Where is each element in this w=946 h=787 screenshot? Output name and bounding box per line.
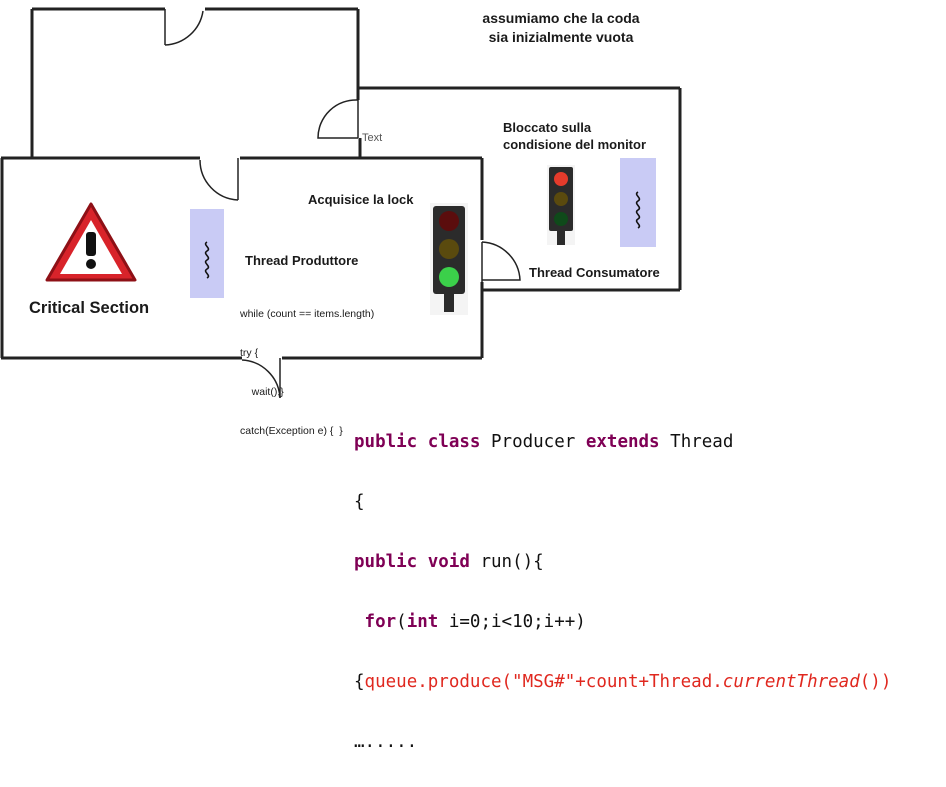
- consumer-thread-label: Thread Consumatore: [529, 265, 660, 280]
- code-line-1: public class Producer extends Thread: [354, 427, 891, 457]
- door-icon: [241, 358, 281, 399]
- door-icon: [481, 241, 521, 282]
- acquire-lock-label: Acquisice la lock: [308, 192, 414, 207]
- keyword: public: [354, 432, 418, 452]
- consumer-thread-icon: [620, 158, 656, 247]
- produce-call: queue.produce("MSG#"+count+Thread.: [364, 672, 723, 692]
- diagram-canvas: { "note": { "line1": "assumiamo che la c…: [0, 7, 892, 752]
- code-line-6: ….....: [354, 732, 418, 752]
- parent-class: Thread: [670, 432, 734, 452]
- traffic-light-red-icon: [547, 165, 575, 245]
- top-room: [30, 7, 360, 160]
- door-icon: [317, 99, 359, 139]
- producer-code-line: try {: [240, 347, 259, 359]
- producer-java-code: public class Producer extends Thread { p…: [354, 397, 891, 787]
- note-line-2: sia inizialmente vuota: [488, 29, 634, 45]
- door-icon: [199, 158, 239, 201]
- producer-thread-label: Thread Produttore: [245, 253, 359, 268]
- call-close: ()): [859, 672, 892, 692]
- code-line-4: for(int i=0;i<10;i++): [354, 607, 891, 637]
- note-line-1: assumiamo che la coda: [482, 10, 640, 26]
- code-line-3: public void run(){: [354, 547, 891, 577]
- producer-thread-icon: [190, 209, 224, 298]
- consumer-room: [358, 86, 682, 292]
- top-room-text: Text: [362, 132, 383, 144]
- door-icon: [164, 9, 204, 46]
- code-line-5: {queue.produce("MSG#"+count+Thread.curre…: [354, 667, 891, 697]
- class-name: Producer: [491, 432, 576, 452]
- brace: {: [354, 672, 365, 692]
- keyword: extends: [585, 432, 660, 452]
- critical-section-label: Critical Section: [29, 299, 150, 317]
- code-line-2: {: [354, 492, 365, 512]
- consumer-status-line-2: condisione del monitor: [503, 137, 647, 152]
- warning-icon: [45, 202, 137, 282]
- keyword: class: [427, 432, 481, 452]
- note: assumiamo che la coda sia inizialmente v…: [453, 9, 669, 47]
- method-name: currentThread: [722, 672, 860, 692]
- keyword: for: [364, 612, 397, 632]
- rooms-drawing: [0, 7, 682, 399]
- consumer-status-line-1: Bloccato sulla: [503, 120, 592, 135]
- producer-code-line: wait();}: [240, 386, 284, 398]
- keyword: public: [354, 552, 418, 572]
- producer-code-line: while (count == items.length): [240, 308, 375, 320]
- method-signature: run(){: [480, 552, 544, 572]
- paren: (: [396, 612, 407, 632]
- loop-header: i=0;i<10;i++): [448, 612, 586, 632]
- producer-code-line: catch(Exception e) { }: [240, 425, 343, 437]
- traffic-light-green-icon: [430, 203, 468, 315]
- producer-code-snippet: while (count == items.length) try { wait…: [240, 282, 374, 451]
- keyword: void: [427, 552, 470, 572]
- keyword: int: [406, 612, 439, 632]
- critical-room: [0, 156, 484, 360]
- consumer-status: Bloccato sulla condisione del monitor: [503, 119, 646, 153]
